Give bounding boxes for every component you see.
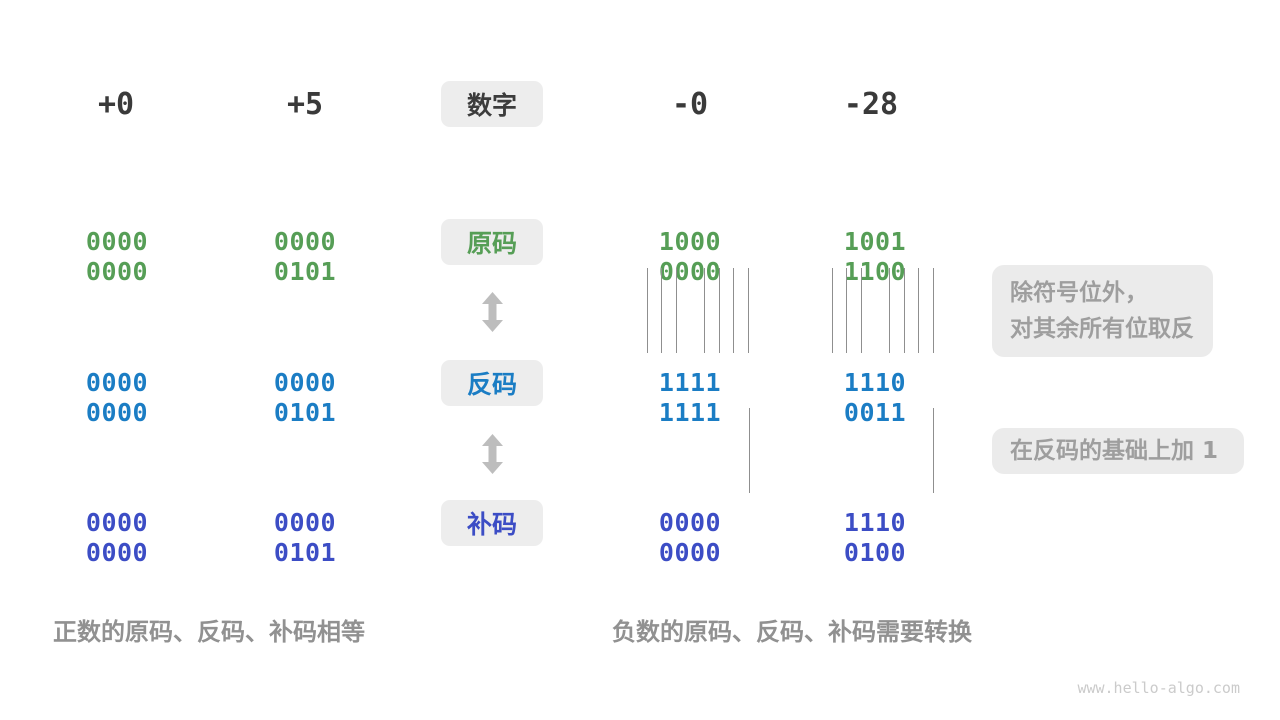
ones-complement-neg-zero: 1111 1111 xyxy=(658,368,722,427)
number-tag: 数字 xyxy=(441,81,543,127)
bit-connector-line xyxy=(661,268,662,353)
invert-bits-note-line2: 对其余所有位取反 xyxy=(1010,316,1194,342)
bit-connector-line xyxy=(918,268,919,353)
header-neg-zero: -0 xyxy=(671,87,709,122)
twos-complement-pos-zero: 0000 0000 xyxy=(85,508,149,567)
bit-connector-line xyxy=(889,268,890,353)
sign-magnitude-tag: 原码 xyxy=(441,219,543,265)
sign-magnitude-pos-zero: 0000 0000 xyxy=(85,227,149,286)
bit-connector-line xyxy=(861,268,862,353)
bit-connector-line xyxy=(676,268,677,353)
sign-magnitude-pos-five: 0000 0101 xyxy=(273,227,337,286)
bit-connector-line xyxy=(704,268,705,353)
positive-caption: 正数的原码、反码、补码相等 xyxy=(53,618,365,646)
twos-complement-tag: 补码 xyxy=(441,500,543,546)
ones-complement-pos-five: 0000 0101 xyxy=(273,368,337,427)
bit-connector-line xyxy=(647,268,648,353)
bit-connector-line xyxy=(846,268,847,353)
twos-complement-neg-28: 1110 0100 xyxy=(843,508,907,567)
bit-connector-line xyxy=(933,408,934,493)
sign-magnitude-neg-28: 1001 1100 xyxy=(843,227,907,286)
invert-bits-note-line1: 除符号位外， xyxy=(1010,280,1148,306)
bit-connector-line xyxy=(719,268,720,353)
header-pos-five: +5 xyxy=(286,87,324,122)
negative-caption: 负数的原码、反码、补码需要转换 xyxy=(612,618,972,646)
ones-complement-tag: 反码 xyxy=(441,360,543,406)
bit-connector-line xyxy=(748,268,749,353)
bit-connector-line xyxy=(904,268,905,353)
sign-magnitude-neg-zero: 1000 0000 xyxy=(658,227,722,286)
invert-bits-note: 除符号位外， 对其余所有位取反 xyxy=(992,265,1213,357)
bit-connector-line xyxy=(933,268,934,353)
add-one-note: 在反码的基础上加 1 xyxy=(992,428,1244,474)
header-pos-zero: +0 xyxy=(97,87,135,122)
twos-complement-neg-zero: 0000 0000 xyxy=(658,508,722,567)
watermark: www.hello-algo.com xyxy=(1077,679,1240,697)
bit-connector-line xyxy=(832,268,833,353)
bit-connector-line xyxy=(733,268,734,353)
updown-arrow-icon xyxy=(480,292,505,332)
updown-arrow-icon xyxy=(480,434,505,474)
ones-complement-neg-28: 1110 0011 xyxy=(843,368,907,427)
twos-complement-pos-five: 0000 0101 xyxy=(273,508,337,567)
bit-connector-line xyxy=(749,408,750,493)
ones-complement-pos-zero: 0000 0000 xyxy=(85,368,149,427)
header-neg-28: -28 xyxy=(843,87,899,122)
